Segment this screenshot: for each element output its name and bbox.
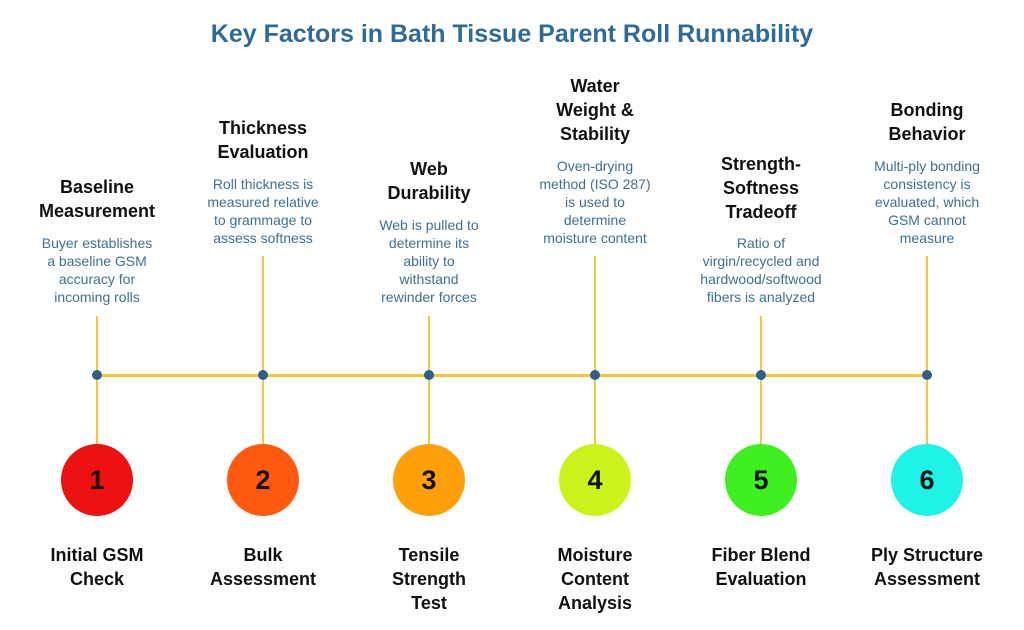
step-description-1: Buyer establishes a baseline GSM accurac…: [41, 235, 153, 305]
step-circle-3: 3: [393, 444, 465, 516]
step-heading-4: Water Weight & Stability: [556, 76, 634, 144]
step-description-3: Web is pulled to determine its ability t…: [379, 217, 479, 305]
stem-upper-1: [96, 316, 98, 376]
step-number-1: 1: [89, 464, 105, 495]
step-label-6: Ply Structure Assessment: [870, 545, 984, 589]
step-circle-1: 1: [61, 444, 133, 516]
step-number-6: 6: [919, 464, 935, 495]
diagram-title: Key Factors in Bath Tissue Parent Roll R…: [210, 20, 814, 48]
stem-upper-2: [262, 256, 264, 376]
step-description-5: Ratio of virgin/recycled and hardwood/so…: [700, 235, 822, 305]
step-label-5: Fiber Blend Evaluation: [711, 545, 811, 589]
step-description-2: Roll thickness is measured relative to g…: [207, 176, 319, 246]
stem-lower-4: [594, 376, 596, 444]
step-circle-5: 5: [725, 444, 797, 516]
stem-lower-3: [428, 376, 430, 444]
timeline-line: [97, 374, 929, 377]
stem-upper-6: [926, 256, 928, 376]
step-number-3: 3: [421, 464, 437, 495]
stem-lower-2: [262, 376, 264, 444]
step-heading-3: Web Durability: [387, 159, 471, 203]
stem-lower-6: [926, 376, 928, 444]
stem-lower-5: [760, 376, 762, 444]
stem-upper-4: [594, 256, 596, 376]
step-circle-2: 2: [227, 444, 299, 516]
step-number-5: 5: [753, 464, 769, 495]
timeline-dot-1: [92, 370, 102, 380]
step-heading-5: Strength- Softness Tradeoff: [721, 154, 801, 222]
stem-upper-3: [428, 316, 430, 376]
timeline-dot-5: [756, 370, 766, 380]
timeline-dot-4: [590, 370, 600, 380]
step-number-4: 4: [587, 464, 603, 495]
step-circle-6: 6: [891, 444, 963, 516]
step-description-6: Multi-ply bonding consistency is evaluat…: [874, 158, 980, 246]
timeline-dot-3: [424, 370, 434, 380]
stem-lower-1: [96, 376, 98, 444]
step-label-4: Moisture Content Analysis: [557, 545, 633, 613]
timeline-dot-6: [922, 370, 932, 380]
step-label-1: Initial GSM Check: [50, 545, 144, 589]
step-heading-1: Baseline Measurement: [38, 177, 156, 221]
step-heading-2: Thickness Evaluation: [217, 118, 309, 162]
timeline-dot-2: [258, 370, 268, 380]
step-circle-4: 4: [559, 444, 631, 516]
stem-upper-5: [760, 316, 762, 376]
step-description-4: Oven-drying method (ISO 287) is used to …: [539, 158, 651, 246]
step-label-2: Bulk Assessment: [209, 545, 317, 589]
step-heading-6: Bonding Behavior: [888, 100, 966, 144]
step-number-2: 2: [255, 464, 271, 495]
step-label-3: Tensile Strength Test: [392, 545, 466, 613]
